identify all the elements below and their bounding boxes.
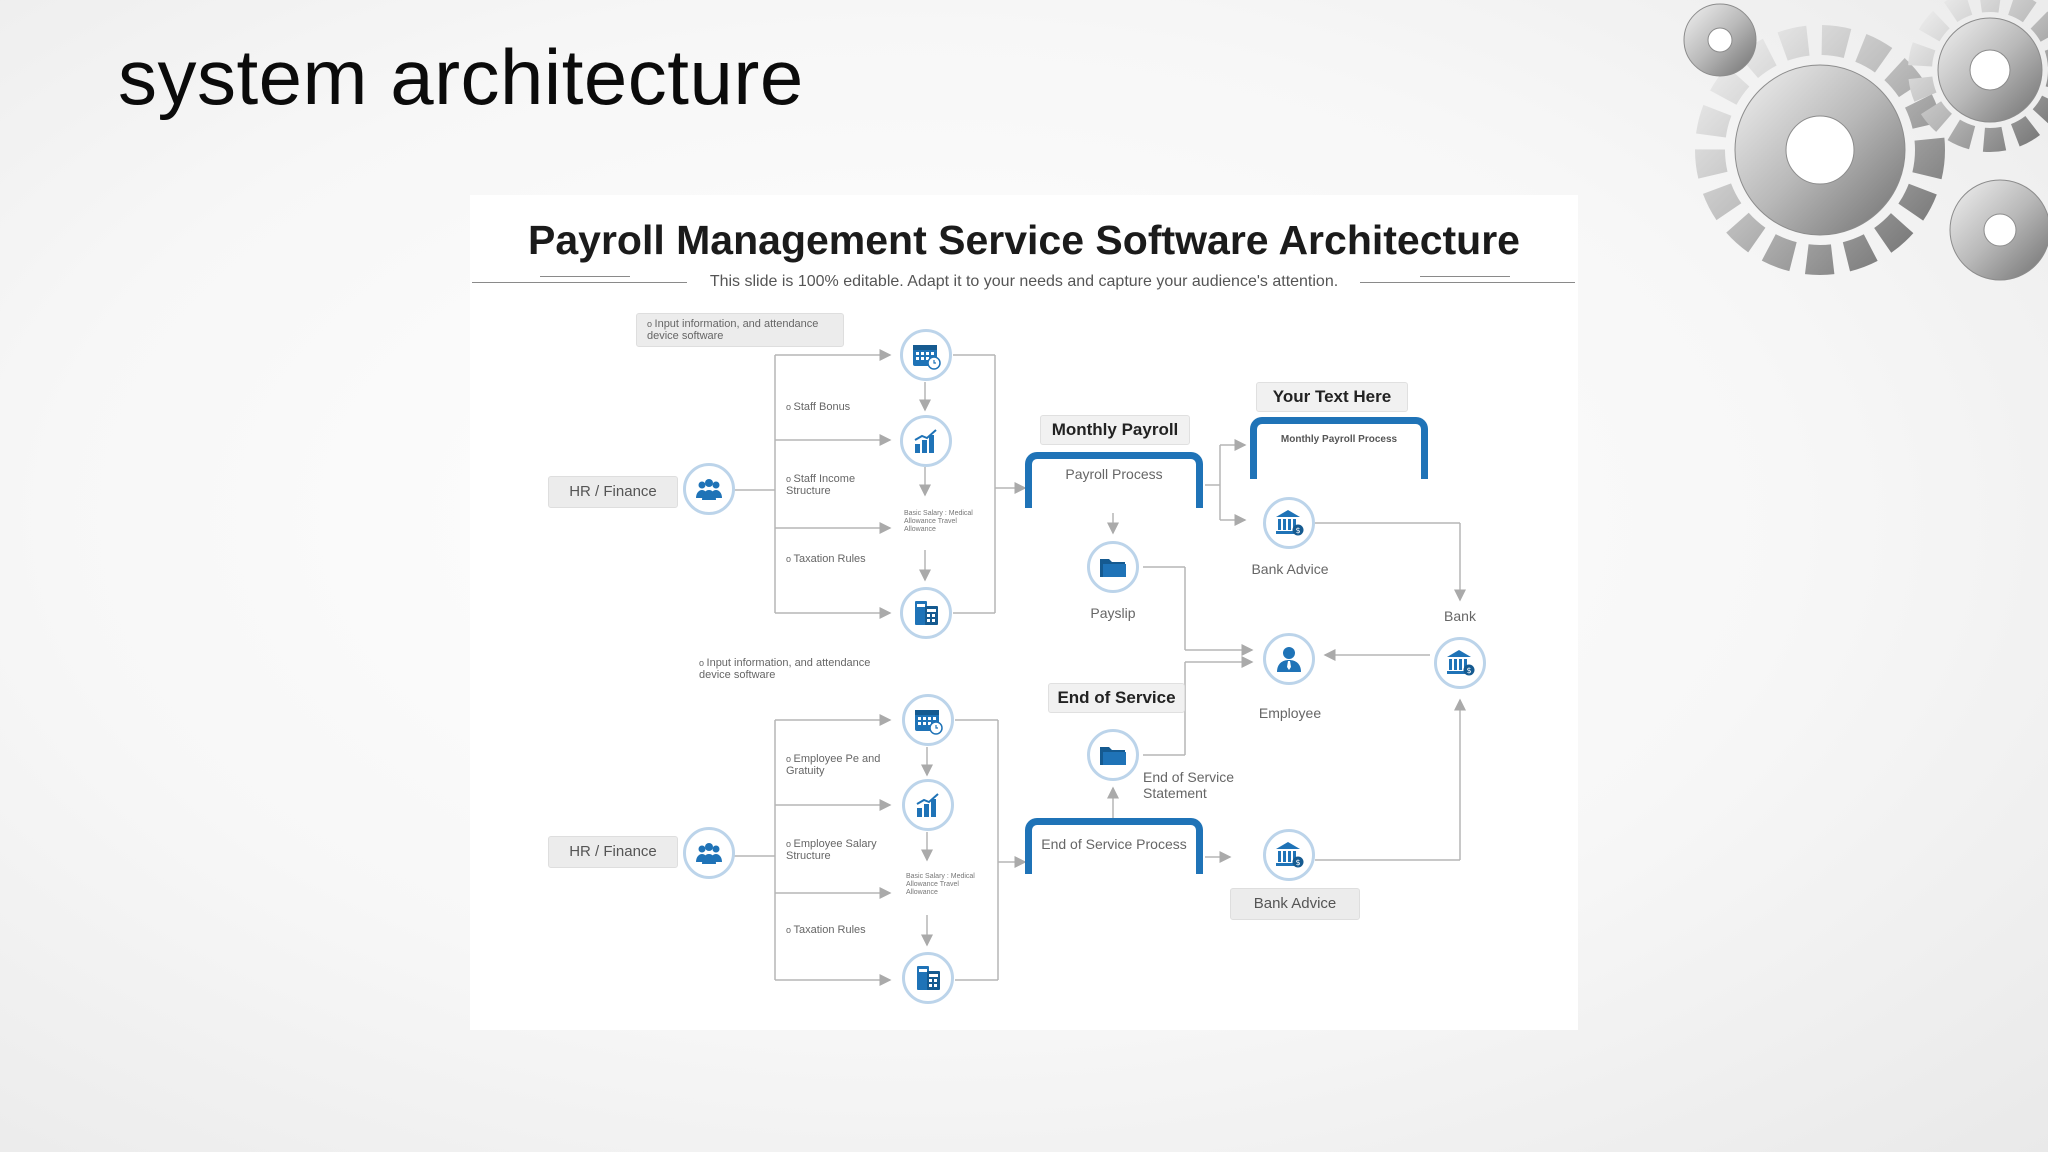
input-note-top: Input information, and attendance device… <box>636 313 844 347</box>
employee-pe-label: Employee Pe and Gratuity <box>786 753 891 777</box>
calendar-icon <box>913 345 941 370</box>
svg-text:$: $ <box>1466 666 1471 675</box>
divider <box>1420 276 1510 277</box>
hr-finance-top: HR / Finance <box>548 476 678 508</box>
bank-advice-top-node: $ <box>1263 497 1315 549</box>
divider <box>540 276 630 277</box>
taxation-label-bottom: Taxation Rules <box>786 924 896 936</box>
end-of-service-process-box: End of Service Process <box>1025 818 1203 874</box>
calculator-icon <box>915 601 938 625</box>
monthly-payroll-label: Monthly Payroll <box>1040 415 1190 445</box>
diagram-subtitle: This slide is 100% editable. Adapt it to… <box>709 273 1339 290</box>
calculator-icon <box>917 966 940 990</box>
employee-salary-label: Employee Salary Structure <box>786 838 891 862</box>
staff-income-label: Staff Income Structure <box>786 473 886 497</box>
payslip-caption: Payslip <box>1090 605 1136 621</box>
hr-finance-bottom: HR / Finance <box>548 836 678 868</box>
employee-icon <box>1277 647 1301 672</box>
diagram-panel: Payroll Management Service Software Arch… <box>470 195 1578 1030</box>
calculator-node-bottom <box>902 952 954 1004</box>
payroll-process-box: Payroll Process <box>1025 452 1203 508</box>
bank-advice-bottom: Bank Advice <box>1230 888 1360 920</box>
team-icon <box>696 843 722 864</box>
calendar-node-top <box>900 329 952 381</box>
connector-lines <box>710 349 1466 986</box>
end-of-service-statement-caption: End of Service Statement <box>1143 769 1235 801</box>
bank-node: $ <box>1434 637 1486 689</box>
input-note-text: Input information, and attendance device… <box>647 318 818 342</box>
input-note-bottom: Input information, and attendance device… <box>699 657 879 681</box>
staff-bonus-label: Staff Bonus <box>786 401 896 413</box>
bank-icon: $ <box>1447 650 1475 676</box>
basic-salary-note-bottom: Basic Salary : Medical Allowance Travel … <box>906 873 975 896</box>
end-of-service-label: End of Service <box>1048 683 1185 713</box>
slide-title: system architecture <box>118 33 804 121</box>
folder-icon <box>1100 559 1126 577</box>
employee-caption: Employee <box>1258 705 1322 721</box>
bar-chart-icon <box>916 793 939 817</box>
payslip-node <box>1087 541 1139 593</box>
team-node-top <box>683 463 735 515</box>
divider <box>472 282 687 283</box>
chart-node-bottom <box>902 779 954 831</box>
gears-icon <box>1683 0 2048 281</box>
calculator-node-top <box>900 587 952 639</box>
team-icon <box>696 479 722 500</box>
monthly-payroll-process-box: Monthly Payroll Process <box>1250 417 1428 479</box>
bank-icon: $ <box>1276 510 1304 536</box>
svg-text:$: $ <box>1295 858 1300 867</box>
bar-chart-icon <box>914 429 937 453</box>
bank-advice-bottom-node: $ <box>1263 829 1315 881</box>
bank-advice-top-caption: Bank Advice <box>1251 561 1329 577</box>
calendar-icon <box>915 710 943 735</box>
end-of-service-process-text: End of Service Process <box>1041 836 1187 852</box>
diagram-title: Payroll Management Service Software Arch… <box>528 217 1520 263</box>
folder-icon <box>1100 747 1126 765</box>
bank-icon: $ <box>1276 842 1304 868</box>
monthly-payroll-process-text: Monthly Payroll Process <box>1280 434 1398 445</box>
basic-salary-note-top: Basic Salary : Medical Allowance Travel … <box>904 510 973 533</box>
your-text-here-label: Your Text Here <box>1256 382 1408 412</box>
end-of-service-statement-node <box>1087 729 1139 781</box>
svg-text:$: $ <box>1295 526 1300 535</box>
employee-node <box>1263 633 1315 685</box>
bank-caption: Bank <box>1444 608 1476 624</box>
chart-node-top <box>900 415 952 467</box>
divider <box>1360 282 1575 283</box>
team-node-bottom <box>683 827 735 879</box>
payroll-process-text: Payroll Process <box>1065 466 1163 482</box>
taxation-label-top: Taxation Rules <box>786 553 876 565</box>
calendar-node-bottom <box>902 694 954 746</box>
